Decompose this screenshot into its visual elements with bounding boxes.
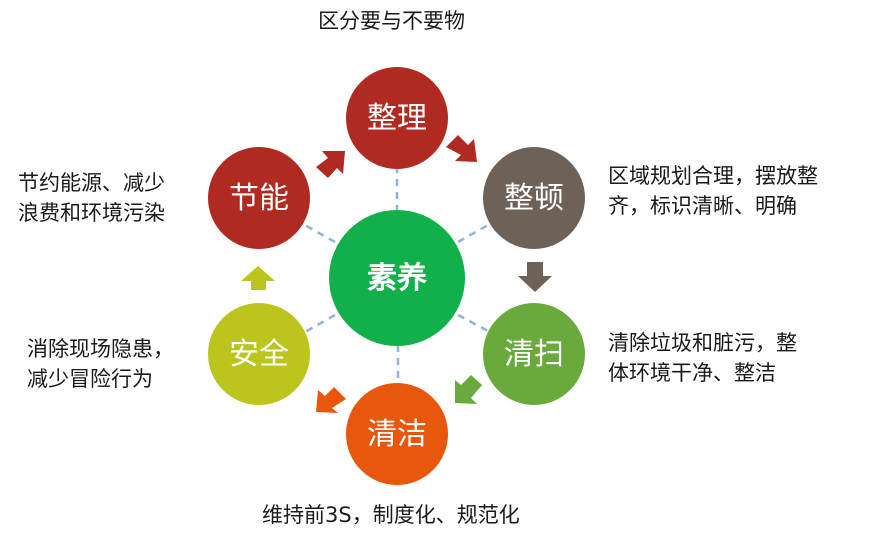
desc-qingjie: 维持前3S，制度化、规范化: [262, 500, 520, 530]
arrow-qingsao-to-qingjie: [455, 375, 482, 404]
desc-jieneng: 节约能源、减少 浪费和环境污染: [18, 168, 165, 228]
desc-jieneng-line-1: 节约能源、减少: [18, 171, 165, 195]
desc-zhengdun-line-1: 区域规划合理，摆放整: [608, 164, 818, 188]
desc-jieneng-line-2: 浪费和环境污染: [18, 201, 165, 225]
node-qingsao: 清扫: [483, 303, 585, 405]
connector-jieneng: [302, 222, 336, 244]
desc-anquan-line-2: 减少冒险行为: [27, 367, 153, 391]
node-center: 素养: [329, 210, 465, 346]
node-anquan-circle: [208, 303, 310, 405]
node-zhengli-label: 整理: [367, 101, 427, 136]
node-zhengli: 整理: [346, 67, 448, 169]
node-center-label: 素养: [367, 261, 427, 296]
flow-arrows: [241, 135, 552, 413]
desc-zhengdun: 区域规划合理，摆放整 齐，标识清晰、明确: [608, 161, 818, 221]
connector-zhengdun: [457, 223, 489, 244]
node-zhengli-circle: [346, 67, 448, 169]
desc-qingjie-line-1: 维持前3S，制度化、规范化: [262, 503, 520, 527]
desc-qingsao-line-1: 清除垃圾和脏污，整: [608, 331, 797, 355]
desc-anquan: 消除现场隐患， 减少冒险行为: [27, 334, 174, 394]
arrow-zhengli-to-zhengdun: [446, 135, 477, 162]
node-anquan: 安全: [208, 303, 310, 405]
node-zhengdun-circle: [483, 147, 585, 249]
node-qingjie: 清洁: [346, 383, 448, 485]
desc-qingsao: 清除垃圾和脏污，整 体环境干净、整洁: [608, 328, 797, 388]
desc-anquan-line-1: 消除现场隐患，: [27, 337, 174, 361]
node-zhengdun-label: 整顿: [504, 181, 564, 216]
connector-anquan: [304, 313, 336, 334]
arrow-jieneng-to-zhengli: [316, 151, 345, 178]
arrow-anquan-to-jieneng: [241, 266, 275, 290]
arrow-qingjie-to-anquan: [316, 387, 346, 413]
desc-zhengdun-line-2: 齐，标识清晰、明确: [608, 194, 797, 218]
desc-zhengli: 区分要与不要物: [318, 6, 465, 36]
node-anquan-label: 安全: [229, 337, 289, 372]
node-qingjie-label: 清洁: [367, 417, 427, 452]
node-jieneng: 节能: [208, 147, 310, 249]
connectors: [302, 168, 491, 387]
connector-qingsao: [457, 313, 491, 334]
node-qingjie-circle: [346, 383, 448, 485]
desc-zhengli-line-1: 区分要与不要物: [318, 9, 465, 33]
node-center-circle: [329, 210, 465, 346]
node-qingsao-circle: [483, 303, 585, 405]
node-qingsao-label: 清扫: [504, 337, 564, 372]
node-jieneng-circle: [208, 147, 310, 249]
arrow-zhengdun-to-qingsao: [518, 262, 552, 292]
desc-qingsao-line-2: 体环境干净、整洁: [608, 361, 776, 385]
node-zhengdun: 整顿: [483, 147, 585, 249]
node-jieneng-label: 节能: [229, 181, 289, 216]
